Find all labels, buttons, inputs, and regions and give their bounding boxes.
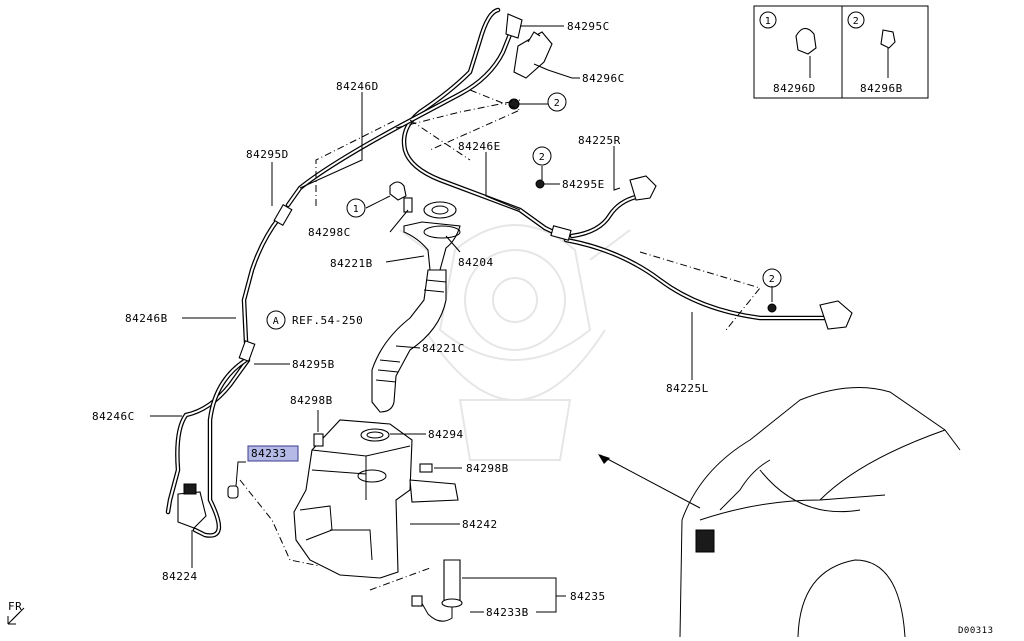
tank-bracket bbox=[409, 479, 459, 503]
nozzle-84225R bbox=[629, 175, 657, 201]
label-84233[interactable]: 84233 bbox=[251, 447, 287, 460]
grommet-84233B bbox=[441, 598, 463, 608]
clip-84296D-drawing bbox=[795, 27, 817, 55]
label-ref-54-250[interactable]: REF.54-250 bbox=[292, 314, 363, 327]
label-84246B[interactable]: 84246B bbox=[125, 312, 168, 325]
filler-neck bbox=[371, 201, 461, 413]
vehicle-pump-highlight bbox=[695, 529, 715, 553]
clips bbox=[389, 98, 777, 313]
legend-2-label: 84296B bbox=[860, 82, 903, 95]
label-84242[interactable]: 84242 bbox=[462, 518, 498, 531]
legend-2-number: 2 bbox=[853, 16, 860, 27]
front-label: FR bbox=[8, 600, 22, 613]
washer-hoses bbox=[165, 7, 833, 538]
label-84298B-top[interactable]: 84298B bbox=[290, 394, 333, 407]
bolt-84298B-top bbox=[313, 433, 324, 447]
label-84246C[interactable]: 84246C bbox=[92, 410, 135, 423]
callout-2-a bbox=[547, 92, 567, 112]
front-direction-indicator bbox=[7, 607, 25, 625]
label-84224[interactable]: 84224 bbox=[162, 570, 198, 583]
legend-box bbox=[753, 5, 929, 99]
washer-pump bbox=[177, 483, 463, 622]
callout-2-c bbox=[762, 268, 782, 288]
nozzle-84225L bbox=[819, 300, 853, 330]
label-84204[interactable]: 84204 bbox=[458, 256, 494, 269]
callout-2-b bbox=[532, 146, 552, 166]
joint-84295C bbox=[505, 13, 523, 39]
label-84233B[interactable]: 84233B bbox=[486, 606, 529, 619]
bolt-84298B bbox=[419, 463, 433, 473]
joint-connectors bbox=[238, 13, 572, 362]
reference-dash-lines bbox=[239, 89, 761, 591]
bolt-84298C bbox=[403, 197, 413, 213]
clip-84296B-drawing bbox=[880, 29, 896, 49]
callout-A-text: A bbox=[273, 316, 280, 327]
watermark-emblem bbox=[399, 224, 631, 461]
nut-2-b bbox=[535, 179, 545, 189]
callout-1 bbox=[346, 198, 366, 218]
vehicle-outline bbox=[598, 387, 961, 638]
reservoir-tank bbox=[227, 419, 459, 579]
label-84221C[interactable]: 84221C bbox=[422, 342, 465, 355]
cap-84204 bbox=[423, 201, 457, 219]
label-84295C[interactable]: 84295C bbox=[567, 20, 610, 33]
washer-nozzles bbox=[513, 31, 853, 330]
callout-A bbox=[266, 310, 286, 330]
label-84225R[interactable]: 84225R bbox=[578, 134, 621, 147]
legend-2-circle bbox=[847, 11, 865, 29]
legend-1-label: 84296D bbox=[773, 82, 816, 95]
label-84246E[interactable]: 84246E bbox=[458, 140, 501, 153]
label-84295B[interactable]: 84295B bbox=[292, 358, 335, 371]
label-84294[interactable]: 84294 bbox=[428, 428, 464, 441]
joint-84295E bbox=[550, 225, 572, 241]
callout-2-b-text: 2 bbox=[539, 152, 546, 163]
level-sensor-84235 bbox=[443, 559, 461, 601]
nozzle-84296C bbox=[513, 31, 553, 79]
pump-84224 bbox=[177, 491, 207, 529]
grommet-84233 bbox=[227, 485, 239, 499]
label-84246D[interactable]: 84246D bbox=[336, 80, 379, 93]
label-84225L[interactable]: 84225L bbox=[666, 382, 709, 395]
clip-1 bbox=[389, 181, 407, 201]
callout-1-text: 1 bbox=[353, 204, 360, 215]
callout-2-c-text: 2 bbox=[769, 274, 776, 285]
label-84298C[interactable]: 84298C bbox=[308, 226, 351, 239]
label-84296C[interactable]: 84296C bbox=[582, 72, 625, 85]
label-84235[interactable]: 84235 bbox=[570, 590, 606, 603]
legend-1-circle bbox=[759, 11, 777, 29]
label-84295D[interactable]: 84295D bbox=[246, 148, 289, 161]
label-84295E[interactable]: 84295E bbox=[562, 178, 605, 191]
label-84298B[interactable]: 84298B bbox=[466, 462, 509, 475]
diagram-code: D00313 bbox=[958, 626, 994, 636]
legend-1-number: 1 bbox=[765, 16, 772, 27]
label-84221B[interactable]: 84221B bbox=[330, 257, 373, 270]
hose-84221C bbox=[371, 269, 447, 413]
highlight-84233-box bbox=[247, 445, 299, 462]
leader-lines bbox=[150, 25, 773, 613]
nut-2-c bbox=[767, 303, 777, 313]
callout-2-a-text: 2 bbox=[554, 98, 561, 109]
joint-84295D bbox=[273, 203, 293, 227]
tank-84242 bbox=[293, 419, 413, 579]
grommet-84294 bbox=[360, 428, 390, 442]
joint-84295B bbox=[238, 340, 256, 362]
